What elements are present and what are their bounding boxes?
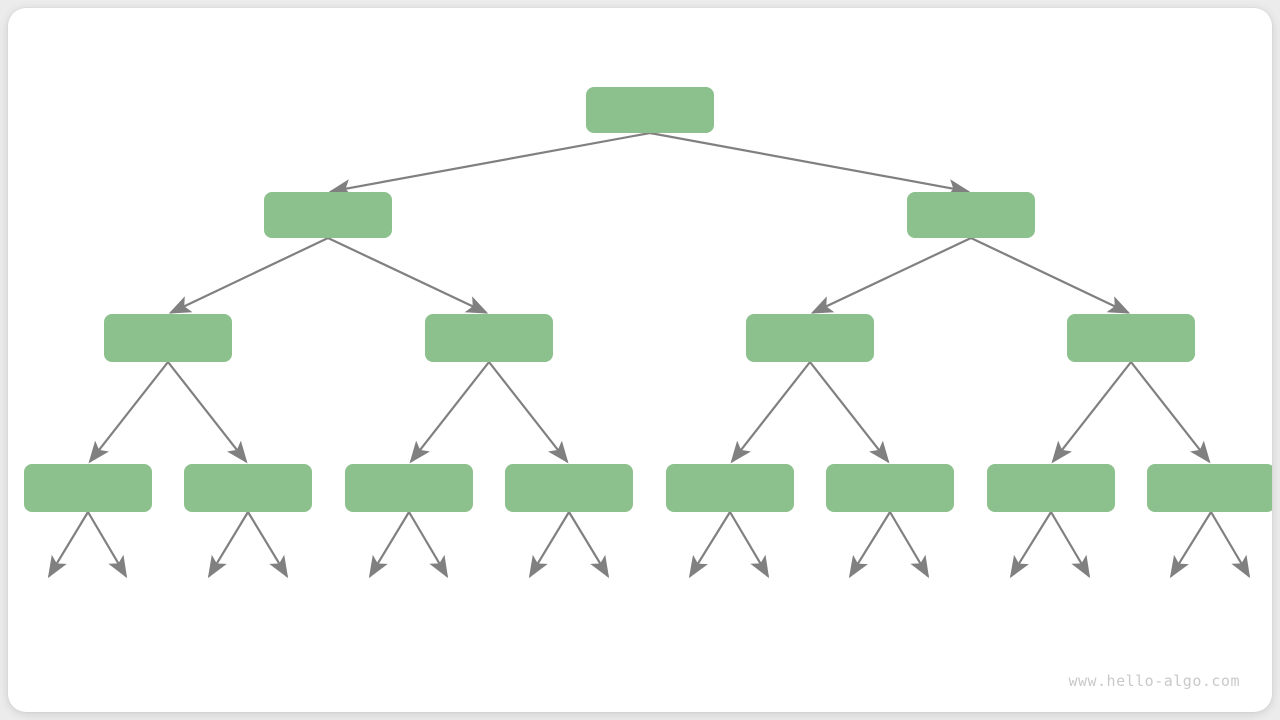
tree-node (826, 464, 954, 512)
tree-edge (1130, 361, 1211, 464)
tree-edge-leaf (1009, 511, 1052, 579)
tree-node (184, 464, 312, 512)
tree-edge (168, 237, 329, 314)
tree-edge (328, 131, 651, 197)
tree-edge-leaf (1210, 511, 1251, 579)
watermark: www.hello-algo.com (1068, 672, 1240, 690)
tree-edge (1051, 361, 1132, 464)
edge-layer (47, 131, 1251, 579)
tree-edge-leaf (368, 511, 410, 579)
tree-edge-leaf (87, 511, 128, 579)
tree-node (1067, 314, 1195, 362)
tree-node (746, 314, 874, 362)
tree-edge-leaf (207, 511, 249, 579)
tree-edge-leaf (408, 511, 449, 579)
tree-edge-leaf (848, 511, 891, 579)
tree-node (425, 314, 553, 362)
tree-edge-leaf (528, 511, 570, 579)
tree-edge-leaf (688, 511, 731, 579)
tree-edge-leaf (247, 511, 289, 579)
tree-edge (730, 361, 811, 464)
tree-node (345, 464, 473, 512)
tree-node (104, 314, 232, 362)
diagram-card: www.hello-algo.com (8, 8, 1272, 712)
tree-edge (649, 131, 971, 197)
tree-node (1147, 464, 1272, 512)
tree-edge (167, 361, 248, 464)
tree-node (264, 192, 392, 238)
tree-edge-leaf (1169, 511, 1212, 579)
tree-edge (488, 361, 569, 464)
tree-edge (327, 237, 489, 314)
tree-edge (88, 361, 169, 464)
tree-edge-leaf (47, 511, 89, 579)
tree-node (505, 464, 633, 512)
tree-edge-leaf (1050, 511, 1091, 579)
tree-edge-leaf (568, 511, 610, 579)
tree-node (907, 192, 1035, 238)
tree-node (24, 464, 152, 512)
tree-edge (970, 237, 1131, 314)
tree-node (586, 87, 714, 133)
tree-edge (809, 361, 890, 464)
tree-edge-leaf (729, 511, 770, 579)
recursion-tree-edges (47, 131, 1251, 579)
tree-edge-leaf (889, 511, 930, 579)
tree-edge (409, 361, 490, 464)
tree-node (987, 464, 1115, 512)
tree-node (666, 464, 794, 512)
tree-edge (810, 237, 972, 314)
